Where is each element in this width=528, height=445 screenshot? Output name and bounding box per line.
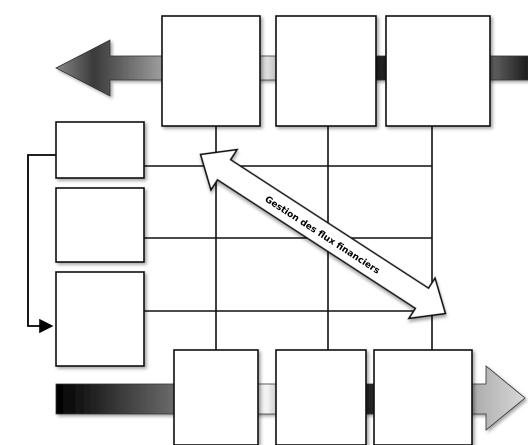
bottom-row-boxes (173, 349, 473, 445)
financial-flow-arrow: Gestion des flux financiers (199, 148, 447, 320)
financial-flow-caption: Gestion des flux financiers (263, 195, 382, 277)
left-box-1 (55, 121, 145, 179)
grid-lines (144, 126, 433, 350)
top-box-1 (161, 15, 261, 127)
left-connector-arrow (27, 154, 56, 334)
top-box-2 (275, 15, 377, 127)
top-box-3 (385, 15, 491, 127)
top-row-boxes (161, 15, 491, 127)
left-column-boxes (55, 121, 145, 367)
bottom-box-3 (373, 349, 473, 445)
left-box-3 (55, 271, 145, 367)
financial-flow-arrow-shape (199, 148, 447, 320)
left-box-2 (55, 187, 145, 263)
bottom-box-1 (173, 349, 259, 445)
bottom-box-2 (275, 349, 367, 445)
